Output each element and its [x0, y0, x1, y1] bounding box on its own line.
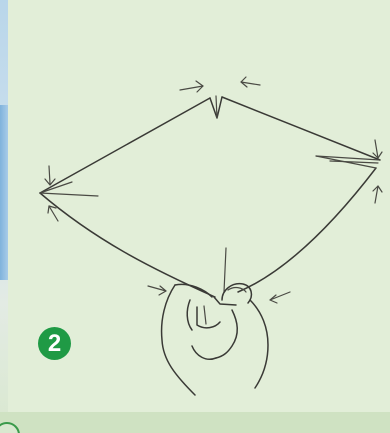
- fold-arrows: [45, 77, 382, 303]
- arrow-icon: [48, 206, 58, 221]
- arrow-icon: [148, 286, 166, 295]
- arrow-icon: [373, 186, 382, 203]
- arrow-icon: [180, 81, 203, 92]
- step-number-badge: 2: [38, 327, 71, 360]
- arrow-icon: [270, 292, 290, 303]
- arrow-icon: [373, 140, 382, 158]
- arrow-icon: [241, 77, 260, 87]
- arrow-icon: [45, 166, 55, 185]
- hand-drawing: [162, 284, 268, 395]
- kite-outline: [40, 96, 380, 297]
